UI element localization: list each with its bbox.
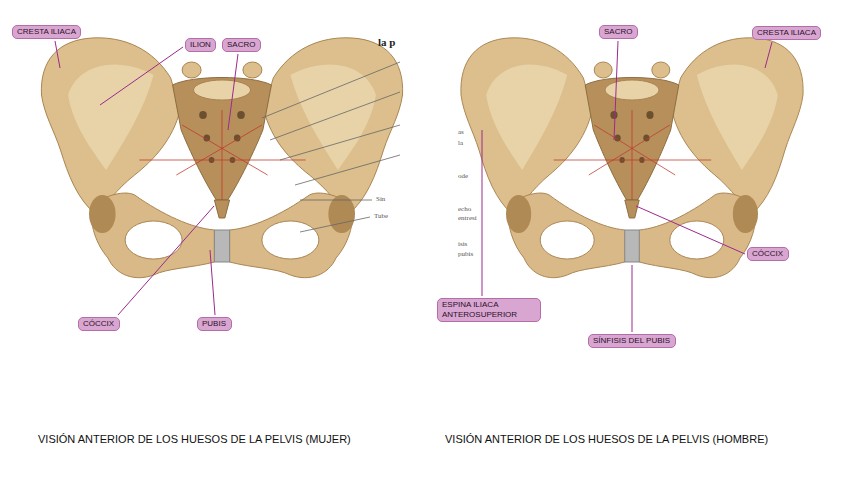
label-tag: CRESTA ILIACA [12,25,81,39]
tag-text: PUBIS [202,319,227,329]
label-tag: ILION [185,38,216,52]
tag-text: SACRO [604,27,633,37]
label-tag: SÍNFISIS DEL PUBIS [588,334,676,348]
label-tag: CÓCCIX [78,317,120,331]
caption-text: VISIÓN ANTERIOR DE LOS HUESOS DE LA PELV… [445,433,768,445]
tag-text: CÓCCIX [752,249,784,259]
label-tag: PUBIS [197,317,232,331]
book-text: pubis [458,250,473,259]
label-tag: CRESTA ILIACA [752,26,821,40]
book-text: as [458,128,464,137]
tag-text: CRESTA ILIACA [757,28,816,38]
label-tag: SACRO [599,25,638,39]
label-tag: CÓCCIX [747,247,789,261]
book-text: Tube [374,212,388,221]
tag-text: ESPINA ILIACA ANTEROSUPERIOR [442,300,536,320]
tag-text: SACRO [227,40,256,50]
book-text: la p [378,36,395,48]
tag-text: ILION [190,40,211,50]
label-tag: ESPINA ILIACA ANTEROSUPERIOR [437,298,541,322]
caption-text: VISIÓN ANTERIOR DE LOS HUESOS DE LA PELV… [38,433,351,445]
book-text: entresí [458,214,477,223]
book-text: echo [458,205,471,214]
tag-text: CÓCCIX [83,319,115,329]
book-text: isis [458,240,467,249]
book-text: la [458,139,463,148]
tag-text: CRESTA ILIACA [17,27,76,37]
book-text: Sin [376,195,385,204]
tag-text: SÍNFISIS DEL PUBIS [593,336,671,346]
label-tag: SACRO [222,38,261,52]
book-text: ode [458,172,468,181]
